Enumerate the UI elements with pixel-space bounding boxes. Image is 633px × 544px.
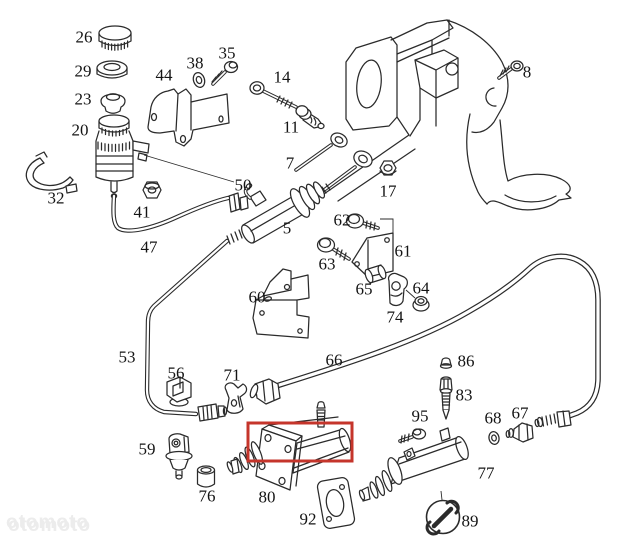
reservoir-drawing bbox=[95, 114, 235, 199]
part-label-26: 26 bbox=[75, 27, 93, 47]
hose-47-drawing bbox=[111, 193, 231, 233]
pushrod-7-drawing bbox=[294, 132, 348, 172]
part-label-83: 83 bbox=[455, 385, 473, 405]
switch-59-drawing bbox=[165, 433, 193, 480]
part-label-61: 61 bbox=[394, 241, 412, 261]
pedal-bracket-drawing bbox=[320, 19, 572, 211]
watermark-text: otomoto bbox=[6, 512, 89, 533]
bleeder-cap-86-drawing bbox=[439, 357, 453, 369]
part-label-7: 7 bbox=[285, 153, 295, 173]
bushing-76-drawing bbox=[196, 465, 216, 488]
bracket-44-drawing bbox=[147, 88, 230, 147]
grommet-23-drawing bbox=[100, 93, 126, 114]
nut-17-drawing bbox=[379, 160, 397, 176]
nut-64-drawing bbox=[412, 295, 430, 312]
clamp-32-drawing bbox=[25, 151, 78, 194]
hose-66-drawing bbox=[249, 253, 601, 428]
service-wrench-symbol bbox=[425, 499, 461, 536]
part-label-11: 11 bbox=[282, 117, 300, 137]
bolt-95-drawing bbox=[398, 428, 427, 444]
bolt-35-drawing bbox=[211, 60, 239, 86]
part-label-38: 38 bbox=[186, 53, 204, 73]
bushing-65-drawing bbox=[364, 264, 387, 284]
part-label-53: 53 bbox=[118, 347, 136, 367]
bleeder-valve-83-drawing bbox=[439, 376, 453, 420]
bracket-60-drawing bbox=[252, 268, 310, 339]
part-label-89: 89 bbox=[461, 511, 479, 531]
bolt-63-drawing bbox=[316, 237, 351, 261]
part-label-76: 76 bbox=[198, 486, 216, 506]
part-label-77: 77 bbox=[477, 463, 495, 483]
part-label-17: 17 bbox=[379, 181, 397, 201]
fitting-67-drawing bbox=[505, 422, 534, 443]
part-label-65: 65 bbox=[355, 279, 373, 299]
fitting-11-drawing bbox=[295, 105, 325, 130]
part-label-8: 8 bbox=[522, 62, 532, 82]
part-label-56: 56 bbox=[167, 363, 185, 383]
part-label-67: 67 bbox=[511, 403, 529, 423]
slave-cylinder-77-drawing bbox=[358, 427, 469, 502]
gasket-92-drawing bbox=[316, 476, 356, 530]
part-label-64: 64 bbox=[412, 278, 430, 298]
washer-68-drawing bbox=[488, 431, 500, 445]
flanged-cylinder-80-drawing bbox=[226, 401, 352, 491]
part-label-32: 32 bbox=[47, 188, 65, 208]
part-label-20: 20 bbox=[71, 120, 89, 140]
part-label-68: 68 bbox=[484, 408, 502, 428]
part-label-66: 66 bbox=[325, 350, 343, 370]
part-label-63: 63 bbox=[318, 254, 336, 274]
part-label-47: 47 bbox=[140, 237, 158, 257]
part-label-80: 80 bbox=[258, 487, 276, 507]
part-label-60: 60 bbox=[248, 287, 266, 307]
part-label-35: 35 bbox=[218, 43, 236, 63]
part-label-95: 95 bbox=[411, 406, 429, 426]
washer-38-drawing bbox=[192, 72, 206, 88]
master-cylinder-pushrod-drawing bbox=[314, 150, 373, 198]
part-label-71: 71 bbox=[223, 365, 241, 385]
part-label-41: 41 bbox=[133, 202, 151, 222]
highlight-box bbox=[246, 421, 354, 463]
bracket-61-drawing bbox=[351, 232, 394, 278]
reservoir-cap-drawing bbox=[98, 25, 132, 51]
part-label-5: 5 bbox=[282, 218, 292, 238]
part-label-86: 86 bbox=[457, 351, 475, 371]
part-label-44: 44 bbox=[155, 65, 173, 85]
clevis-74-drawing bbox=[387, 272, 416, 307]
bolt-8-drawing bbox=[497, 60, 524, 80]
part-label-62: 62 bbox=[333, 210, 351, 230]
clip-71-drawing bbox=[224, 382, 248, 414]
pipe-53-drawing bbox=[144, 238, 230, 422]
bolt-62-drawing bbox=[345, 213, 394, 236]
clip-50-drawing bbox=[228, 192, 249, 213]
nut-41-drawing bbox=[142, 181, 162, 199]
part-label-50: 50 bbox=[234, 175, 252, 195]
part-label-59: 59 bbox=[138, 439, 156, 459]
part-label-92: 92 bbox=[299, 509, 317, 529]
part-label-14: 14 bbox=[273, 67, 291, 87]
seal-ring-drawing bbox=[96, 60, 128, 79]
part-label-23: 23 bbox=[74, 89, 92, 109]
clip-56-drawing bbox=[166, 376, 192, 407]
bolt-14-drawing bbox=[249, 81, 298, 109]
part-label-29: 29 bbox=[74, 61, 92, 81]
part-label-74: 74 bbox=[386, 307, 404, 327]
